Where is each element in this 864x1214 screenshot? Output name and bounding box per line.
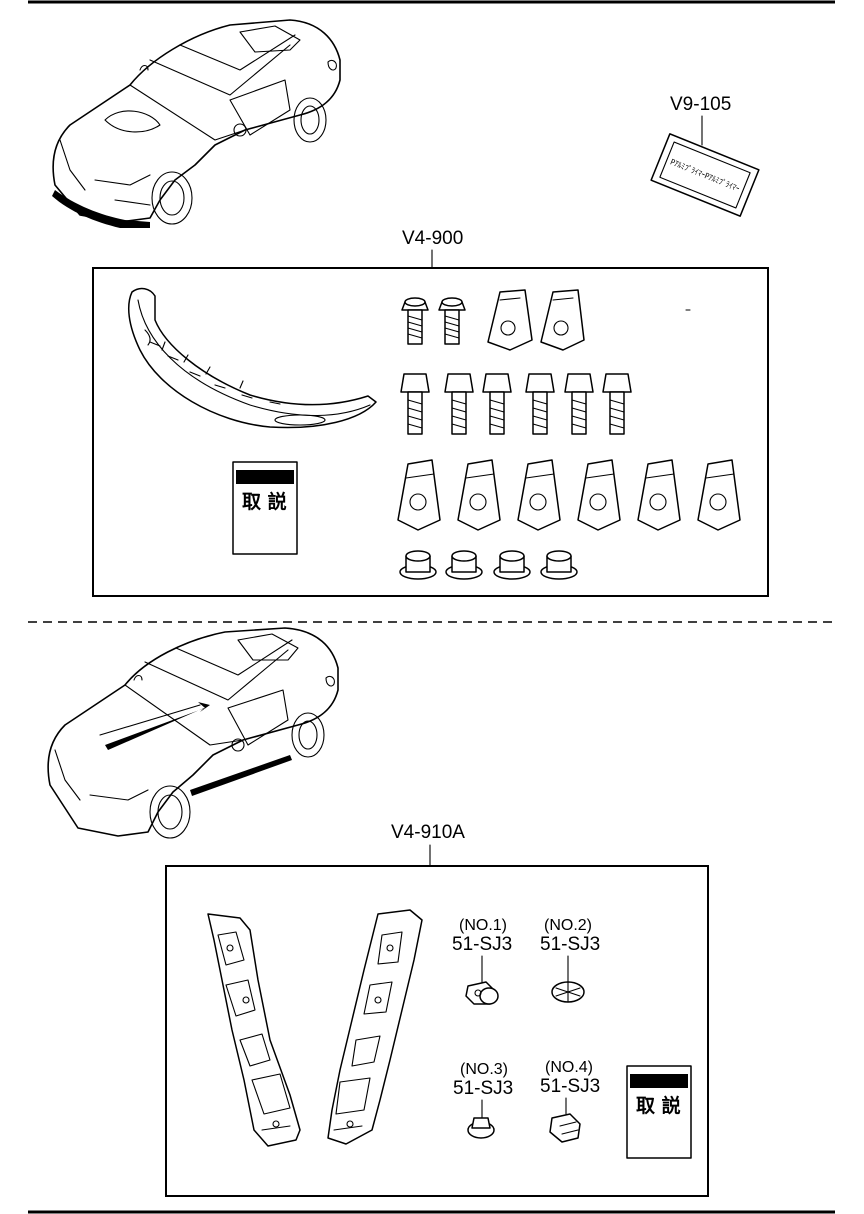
front-lip-kit-code: V4-900 [402, 228, 463, 249]
bolt-long-5 [564, 373, 594, 435]
screw-short-1 [401, 297, 429, 345]
car-illustration-side-skirt [47, 627, 339, 839]
side-skirt-kit-code: V4-910A [391, 822, 465, 843]
clip-no2-part: 51-SJ3 [540, 934, 600, 955]
bolt-long-3 [482, 373, 512, 435]
clip-no4-part: 51-SJ3 [540, 1076, 600, 1097]
clip-no3: (NO.3) 51-SJ3 [453, 1061, 513, 1139]
manual-label-side-skirt: 取 説 [636, 1094, 681, 1117]
primer-packet [650, 133, 760, 217]
instruction-manual-front-lip: 取 説 [232, 461, 298, 555]
clip-no1-number: (NO.1) [459, 917, 507, 934]
clip-no4-number: (NO.4) [545, 1059, 593, 1076]
clip-no2: (NO.2) 51-SJ3 [540, 917, 600, 1003]
primer-kit: V9-105 PｱﾙﾐﾌﾟﾗｲﾏｰPｱﾙﾐﾌﾟﾗｲﾏｰ [650, 94, 760, 217]
clip-nut-2 [457, 459, 501, 531]
clip-nut-top-2 [540, 289, 585, 351]
bolt-long-1 [400, 373, 430, 435]
front-lip-kit-box [92, 267, 769, 597]
clip-no3-number: (NO.3) [460, 1061, 508, 1078]
side-skirt-bracket-right [327, 909, 423, 1145]
side-skirt-bracket-left [207, 913, 301, 1147]
bolt-long-4 [525, 373, 555, 435]
manual-label-front-lip: 取 説 [242, 490, 287, 513]
clip-no1-part: 51-SJ3 [452, 934, 512, 955]
clip-nut-4 [577, 459, 621, 531]
clip-nut-3 [517, 459, 561, 531]
side-skirt-kit-box [165, 865, 709, 1197]
clip-no2-number: (NO.2) [544, 917, 592, 934]
clip-no3-part: 51-SJ3 [453, 1078, 513, 1099]
clip-nut-top-1 [487, 289, 533, 351]
clip-nut-6 [697, 459, 741, 531]
bolt-long-6 [602, 373, 632, 435]
flange-nut-2 [445, 550, 483, 580]
clip-no1: (NO.1) 51-SJ3 [452, 917, 512, 1005]
clip-nut-1 [397, 459, 441, 531]
flange-nut-1 [399, 550, 437, 580]
clip-no4: (NO.4) 51-SJ3 [540, 1059, 600, 1143]
primer-kit-code: V9-105 [670, 94, 731, 115]
clip-nut-5 [637, 459, 681, 531]
flange-nut-4 [540, 550, 578, 580]
screw-short-2 [438, 297, 466, 345]
bolt-long-2 [444, 373, 474, 435]
instruction-manual-side-skirt: 取 説 [626, 1065, 692, 1159]
front-lip-spoiler [127, 287, 377, 429]
flange-nut-3 [493, 550, 531, 580]
car-illustration-front-lip [52, 19, 341, 228]
